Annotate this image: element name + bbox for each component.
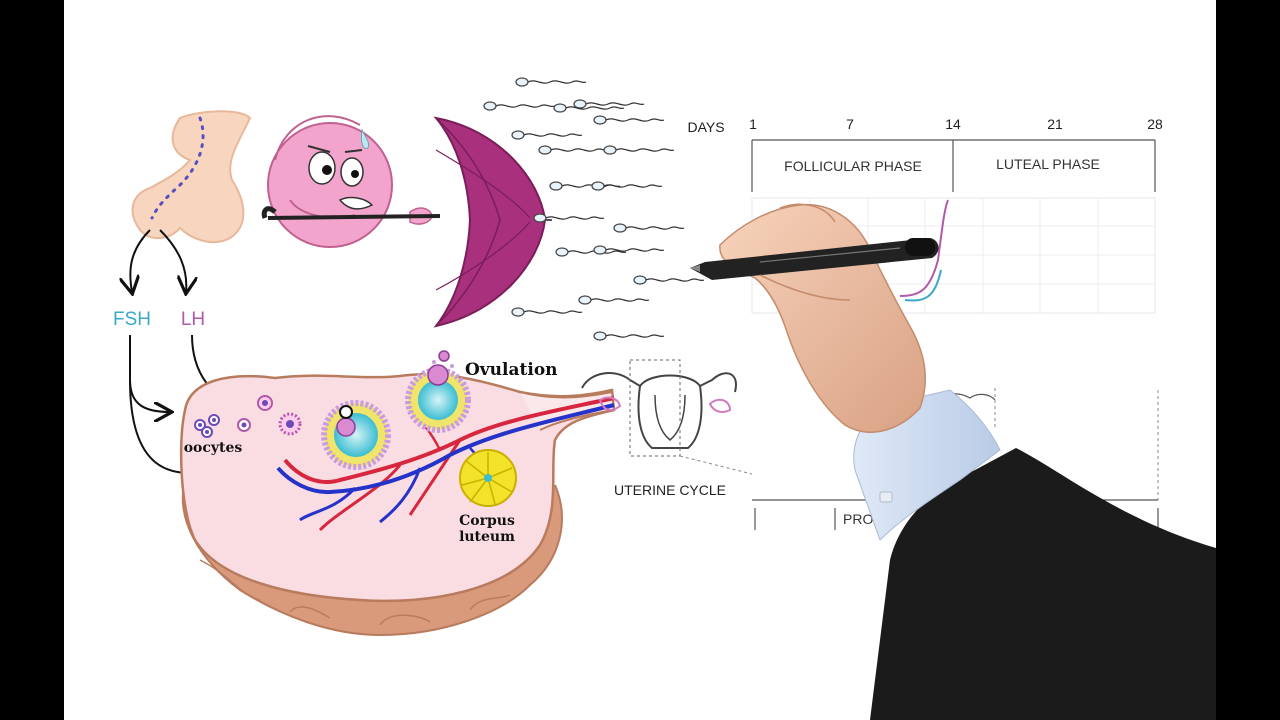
uterus	[581, 359, 753, 475]
sperm-tail	[615, 148, 675, 152]
sperm-tail	[527, 80, 587, 84]
oocytes-label: oocytes	[184, 440, 243, 456]
cycle-table: DAYS 1 7 14 21 28 FOLLICULAR PHASE LUTEA…	[687, 116, 1163, 530]
corpus-luteum-label-line1: Corpus	[459, 513, 515, 529]
ovulation-label: Ovulation	[465, 360, 558, 380]
fsh-curve	[904, 269, 942, 302]
sperm-head	[533, 213, 547, 223]
sperm-head	[573, 99, 587, 109]
sperm-tail	[565, 106, 625, 110]
day-tick-14: 14	[945, 116, 961, 132]
day-tick-1: 1	[749, 116, 757, 132]
lh-curve	[899, 199, 949, 297]
developing-follicle	[321, 400, 391, 470]
sperm-head	[555, 247, 569, 257]
sperm-cells	[483, 77, 705, 341]
sperm-head	[633, 275, 647, 285]
sperm-tail	[550, 148, 610, 152]
day-tick-21: 21	[1047, 116, 1063, 132]
ovulating-follicle	[405, 350, 471, 433]
sperm-head	[593, 115, 607, 125]
sperm-head	[538, 145, 552, 155]
sperm-tail	[523, 133, 583, 137]
days-label: DAYS	[687, 119, 724, 135]
sperm-tail	[523, 310, 583, 314]
sperm-head	[553, 103, 567, 113]
sperm-tail	[645, 278, 705, 282]
umbrella	[433, 116, 552, 328]
right-letterbox	[1216, 0, 1280, 720]
corpus-luteum-label-line2: luteum	[459, 529, 515, 545]
sperm-head	[549, 181, 563, 191]
sperm-tail	[495, 104, 555, 108]
sperm-head	[511, 307, 525, 317]
sperm-tail	[605, 118, 665, 122]
sperm-tail	[605, 248, 665, 252]
egg-character	[261, 115, 441, 248]
sperm-tail	[590, 298, 650, 302]
sperm-tail	[585, 102, 645, 106]
sperm-head	[593, 331, 607, 341]
sperm-head	[578, 295, 592, 305]
pituitary-gland	[131, 110, 252, 244]
lh-label: LH	[181, 309, 205, 330]
sperm-head	[591, 181, 605, 191]
left-letterbox	[0, 0, 64, 720]
sperm-head	[483, 101, 497, 111]
presenter-hand	[690, 203, 1216, 720]
sperm-head	[613, 223, 627, 233]
corpus-luteum	[459, 449, 517, 507]
uterine-cycle-label: UTERINE CYCLE	[614, 482, 726, 498]
day-tick-28: 28	[1147, 116, 1163, 132]
day-tick-7: 7	[846, 116, 854, 132]
follicular-phase-label: FOLLICULAR PHASE	[784, 158, 922, 174]
sperm-head	[593, 245, 607, 255]
luteal-phase-label: LUTEAL PHASE	[996, 156, 1100, 172]
pituitary-arrows	[130, 229, 186, 292]
sperm-head	[603, 145, 617, 155]
sperm-head	[511, 130, 525, 140]
fsh-label: FSH	[113, 309, 151, 330]
sperm-tail	[625, 226, 685, 230]
sperm-tail	[545, 216, 605, 220]
sperm-tail	[605, 334, 665, 338]
oocyte-cluster	[194, 395, 302, 438]
sperm-head	[515, 77, 529, 87]
sperm-tail	[603, 184, 663, 188]
